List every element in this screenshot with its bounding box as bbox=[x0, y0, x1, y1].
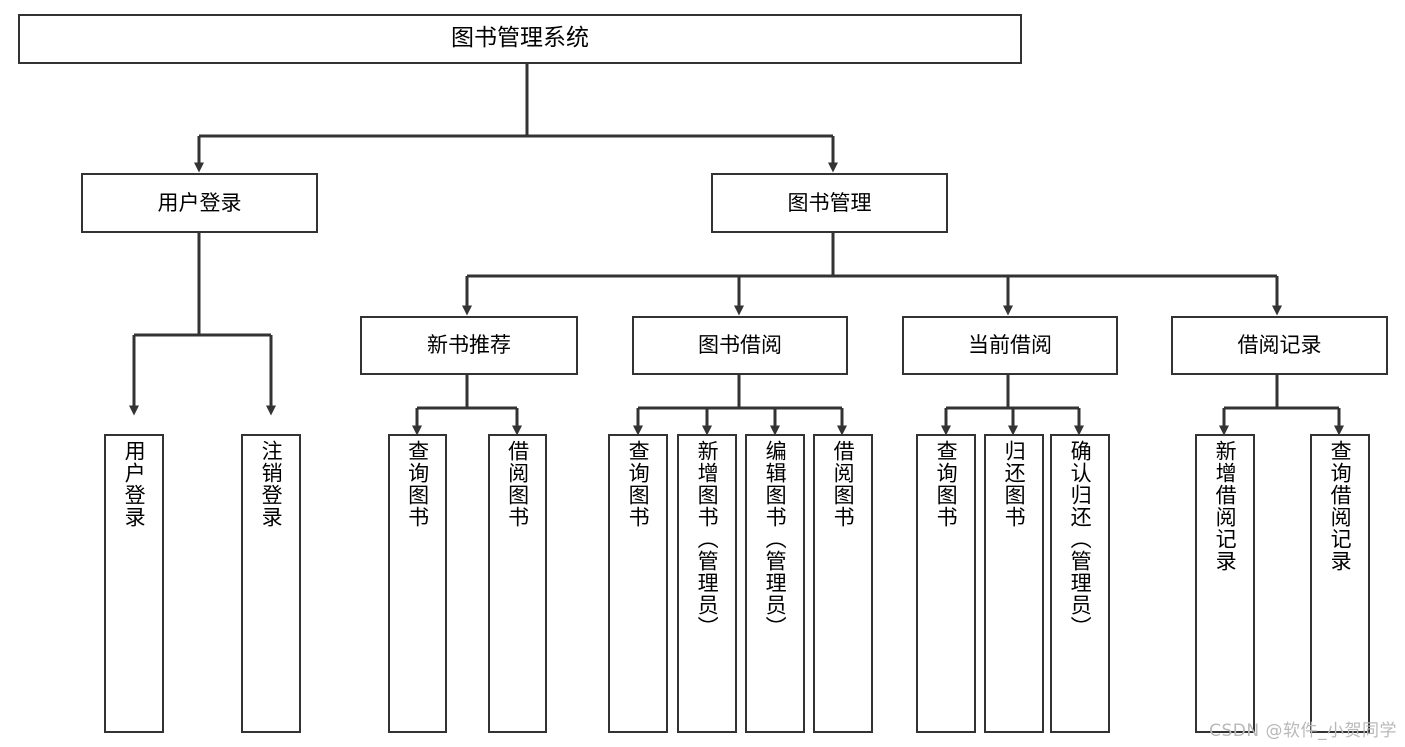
leaf-book-borrow-add-book-admin[interactable]: 新增图书（管理员） bbox=[677, 434, 737, 733]
node-current-borrow[interactable]: 当前借阅 bbox=[902, 316, 1118, 375]
csdn-watermark: CSDN @软件_小贺同学 bbox=[1209, 721, 1397, 741]
leaf-borrow-record-query-record[interactable]: 查询借阅记录 bbox=[1310, 434, 1370, 733]
node-label: 用户登录 bbox=[122, 440, 147, 528]
node-label: 查询图书 bbox=[934, 440, 959, 528]
leaf-user-login-logout[interactable]: 注销登录 bbox=[241, 434, 301, 733]
node-root-book-management-system[interactable]: 图书管理系统 bbox=[18, 14, 1022, 64]
leaf-book-borrow-borrow-book[interactable]: 借阅图书 bbox=[813, 434, 873, 733]
node-label: 借阅图书 bbox=[505, 440, 530, 528]
leaf-borrow-record-add-record[interactable]: 新增借阅记录 bbox=[1195, 434, 1255, 733]
node-label: 新书推荐 bbox=[427, 333, 511, 358]
node-label: 查询借阅记录 bbox=[1328, 440, 1353, 572]
leaf-book-borrow-edit-book-admin[interactable]: 编辑图书（管理员） bbox=[745, 434, 805, 733]
node-label: 新增图书（管理员） bbox=[695, 440, 720, 638]
leaf-current-borrow-confirm-return-admin[interactable]: 确认归还（管理员） bbox=[1050, 434, 1110, 733]
leaf-user-login-login[interactable]: 用户登录 bbox=[104, 434, 164, 733]
node-label: 编辑图书（管理员） bbox=[763, 440, 788, 638]
node-label: 借阅图书 bbox=[831, 440, 856, 528]
node-label: 查询图书 bbox=[626, 440, 651, 528]
node-label: 图书借阅 bbox=[698, 333, 782, 358]
node-user-login[interactable]: 用户登录 bbox=[81, 173, 318, 233]
leaf-new-book-query-book[interactable]: 查询图书 bbox=[388, 434, 447, 733]
node-borrow-record[interactable]: 借阅记录 bbox=[1171, 316, 1388, 375]
leaf-current-borrow-query-book[interactable]: 查询图书 bbox=[916, 434, 976, 733]
node-label: 用户登录 bbox=[157, 190, 242, 215]
node-label: 查询图书 bbox=[405, 440, 430, 528]
node-new-book-recommendation[interactable]: 新书推荐 bbox=[360, 316, 578, 375]
leaf-current-borrow-return-book[interactable]: 归还图书 bbox=[984, 434, 1044, 733]
node-label: 新增借阅记录 bbox=[1213, 440, 1238, 572]
node-label: 注销登录 bbox=[259, 440, 284, 528]
node-label: 图书管理 bbox=[787, 190, 872, 215]
node-book-management[interactable]: 图书管理 bbox=[711, 173, 948, 233]
node-label: 归还图书 bbox=[1002, 440, 1027, 528]
node-book-borrow[interactable]: 图书借阅 bbox=[632, 316, 848, 375]
node-label: 图书管理系统 bbox=[451, 25, 589, 52]
leaf-book-borrow-query-book[interactable]: 查询图书 bbox=[608, 434, 668, 733]
node-label: 借阅记录 bbox=[1237, 333, 1322, 358]
leaf-new-book-borrow-book[interactable]: 借阅图书 bbox=[488, 434, 547, 733]
node-label: 当前借阅 bbox=[968, 333, 1052, 358]
node-label: 确认归还（管理员） bbox=[1068, 440, 1093, 638]
